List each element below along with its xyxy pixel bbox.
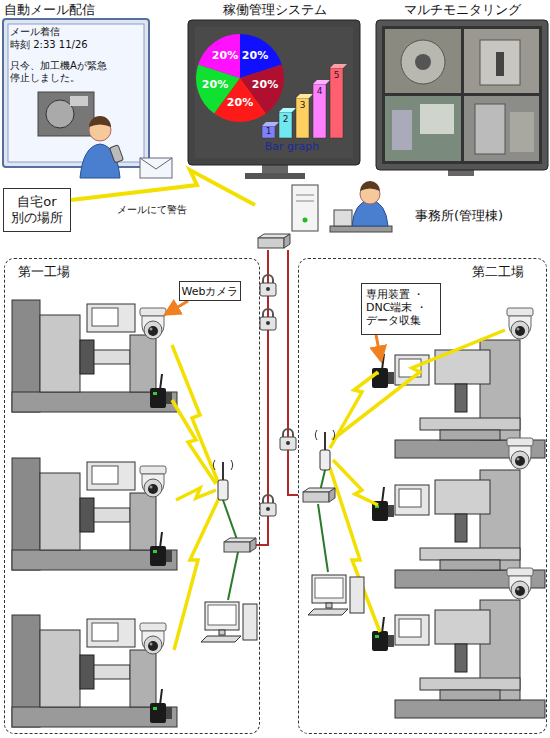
laptop: [334, 210, 352, 226]
bar-number: 2: [279, 114, 292, 124]
node-text: 自宅or 別の場所: [4, 194, 70, 225]
network-line: [260, 250, 268, 545]
monitor-frame: [376, 20, 548, 170]
dnc-device: [372, 354, 394, 388]
callout-leader: [376, 335, 381, 360]
lock-icon: [260, 275, 276, 296]
web-camera: [507, 308, 533, 339]
node-text: 専用装置 ・DNC端末 ・データ収集: [366, 288, 438, 328]
monitor-frame: [3, 19, 149, 167]
client-pc: [308, 575, 364, 615]
phone: [110, 145, 124, 163]
lathe-machine: [12, 615, 177, 727]
bar-number: 5: [330, 70, 343, 80]
callout-leader: [166, 301, 188, 314]
edge-label: メールにて警告: [107, 204, 197, 216]
bar-graph: [262, 64, 347, 138]
lathe-machine: [12, 300, 177, 412]
lathe-machine: [12, 458, 177, 570]
node-text: 只今、加工機Aが緊急停止しました。: [10, 60, 110, 84]
dnc-device: [150, 532, 172, 566]
server: [292, 185, 318, 231]
pie-value: 20%: [239, 50, 271, 63]
mail-monitor: 自動メール配信メール着信時刻 2:33 11/26 只今、加工機Aが緊急停止しまし…: [2, 2, 152, 168]
person-hair: [89, 116, 111, 127]
node-text: 時刻 2:33 11/26: [10, 39, 135, 51]
pie-value: 20%: [249, 79, 281, 92]
machine-photo-part: [70, 96, 88, 106]
chart-caption: Bar graph: [252, 141, 332, 154]
network-switch: [303, 488, 335, 502]
network-line: [288, 250, 298, 495]
node-text: Webカメラ: [180, 285, 240, 298]
pie-slice: [198, 34, 240, 78]
web-camera: [507, 568, 533, 599]
lock-icon: [280, 429, 296, 450]
web-camera: [140, 623, 166, 654]
machine-photo: [38, 92, 94, 136]
person-hair: [360, 181, 380, 191]
dnc-device: [150, 689, 172, 723]
web-camera: [507, 438, 533, 469]
server-light: [303, 218, 308, 223]
web-camera: [140, 308, 166, 339]
node-text: マルチモニタリング: [374, 2, 550, 18]
home-box: 自宅or 別の場所: [3, 188, 71, 232]
node-text: 事務所(管理棟): [415, 208, 520, 224]
node-text: 第一工場: [15, 264, 73, 280]
factory-area: 第二工場専用装置 ・DNC端末 ・データ収集: [298, 258, 547, 734]
monitor-screen: [8, 24, 144, 162]
monitor-stand: [245, 173, 305, 179]
camera-view: [385, 29, 539, 161]
web-camera: [140, 466, 166, 497]
node-text: 自動メール配信: [4, 2, 150, 18]
network-switch: [224, 538, 256, 552]
machine-photo-part: [46, 100, 74, 128]
bar-number: 4: [313, 86, 326, 96]
lock-icon: [260, 309, 276, 330]
node-text: メール着信: [10, 26, 130, 38]
node-text: 第二工場: [469, 264, 527, 280]
network-switch: [258, 234, 290, 248]
envelope-flap: [140, 158, 172, 169]
lan-cable: [318, 504, 328, 572]
server-slot: [296, 195, 314, 196]
mail-alert-link: [71, 170, 255, 205]
multi-monitor: マルチモニタリング: [374, 2, 550, 178]
monitor-stand: [262, 165, 288, 173]
desk: [330, 226, 392, 232]
bar-number: 1: [262, 126, 275, 136]
factory-area: 第一工場 Webカメラ: [4, 258, 260, 734]
dnc-device: [150, 374, 172, 408]
monitor-screen: [382, 26, 542, 164]
lock-icon: [260, 495, 276, 516]
monitor-frame: [188, 20, 360, 165]
dashboard-monitor: 稼働管理システム: [185, 2, 365, 184]
monitor-screen: [195, 27, 353, 158]
pie-value: 20%: [209, 50, 241, 63]
monitor-stand: [448, 170, 474, 176]
milling-machine: [395, 600, 545, 718]
bar-number: 3: [296, 100, 309, 110]
callout-box: Webカメラ: [179, 281, 241, 301]
pie-value: 20%: [224, 97, 256, 110]
pie-value: 20%: [199, 79, 231, 92]
envelope: [140, 158, 172, 178]
client-pc: [201, 602, 257, 642]
office-node: 事務所(管理棟): [255, 180, 520, 250]
server-slot: [296, 201, 314, 202]
callout-box: 専用装置 ・DNC端末 ・データ収集: [361, 283, 441, 335]
access-point: [213, 460, 232, 500]
lan-cable: [228, 552, 238, 600]
access-point: [315, 430, 334, 470]
node-text: 稼働管理システム: [185, 2, 365, 18]
